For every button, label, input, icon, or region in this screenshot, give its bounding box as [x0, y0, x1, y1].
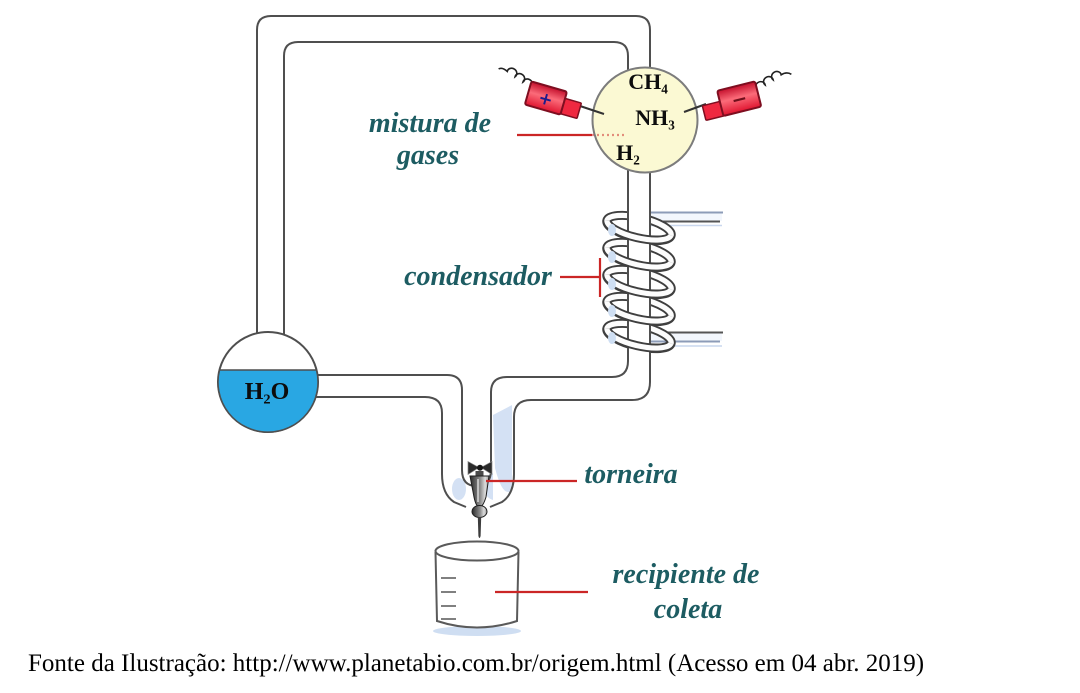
- gas-label-ch4: CH₄: [628, 69, 668, 94]
- beaker-mouth: [434, 540, 520, 562]
- collection-label-line2: coleta: [653, 594, 723, 625]
- electrode-wire-right: [754, 70, 792, 91]
- beaker-graduations: [441, 577, 456, 620]
- electrode-body-left: [524, 80, 568, 116]
- tap-handle-right: [480, 460, 493, 476]
- beaker-shadow: [433, 626, 521, 636]
- collection-beaker: [433, 540, 521, 636]
- spark-flask-bulb: [591, 66, 699, 174]
- tap-label: torneira: [584, 459, 678, 490]
- condenser-label: condensador: [404, 261, 552, 292]
- water-fill: [217, 369, 319, 433]
- electrode-plus-sign: +: [536, 88, 555, 111]
- water-flask: [217, 331, 319, 433]
- tap-needle: [477, 517, 482, 538]
- gas-label-h2: H₂: [616, 140, 640, 165]
- electrode-lead-left: [576, 104, 605, 115]
- tap-handle-knob: [477, 464, 483, 471]
- label-leader-lines: [486, 133, 626, 594]
- collection-label-line1: recipiente de: [612, 559, 760, 590]
- tap-stopcock: [467, 460, 493, 538]
- source-caption: Fonte da Ilustração: http://www.planetab…: [28, 650, 925, 677]
- glass-tubing: [256, 15, 651, 508]
- electrode-positive: +: [498, 67, 582, 119]
- electrode-body-right: [716, 80, 762, 117]
- water-label-h2o: H₂O: [244, 379, 290, 405]
- gas-mixture-label-line1: mistura de: [368, 108, 492, 139]
- beaker-body: [434, 551, 520, 629]
- condenser-water-tubes: [649, 211, 723, 347]
- gas-mixture-label-line2: gases: [396, 140, 460, 171]
- gas-label-nh3: NH₃: [635, 105, 675, 130]
- electrode-wire-left: [498, 67, 534, 89]
- tap-bulb: [471, 505, 488, 518]
- electrode-minus-sign: −: [729, 87, 750, 112]
- condenser-coil-front: [602, 219, 676, 353]
- electrode-negative: −: [701, 70, 792, 121]
- spark-flask: + −: [498, 66, 792, 174]
- tap-stem: [475, 471, 484, 477]
- tap-handle-left: [467, 460, 480, 476]
